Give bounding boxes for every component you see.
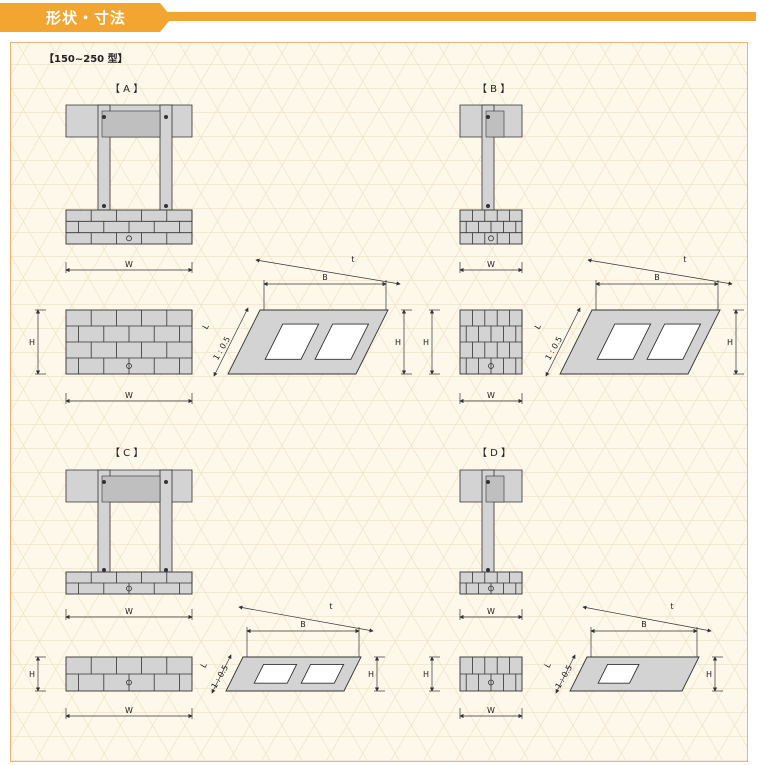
dim-l: L	[543, 661, 553, 670]
section-label-c: 【 C 】	[110, 448, 144, 459]
dim-slope: 1 : 0.5	[212, 335, 233, 362]
dim-h-section: H	[368, 670, 374, 679]
dim-w-front: W	[487, 391, 495, 400]
dim-b: B	[322, 273, 328, 282]
series-label: 【150~250 型】	[44, 54, 128, 65]
dim-b: B	[654, 273, 660, 282]
dim-w-top: W	[125, 260, 133, 269]
dim-h-section: H	[727, 338, 733, 347]
dim-b: B	[641, 620, 647, 629]
dim-h-front: H	[29, 670, 35, 679]
dim-slope: 1 : 0.5	[554, 663, 575, 690]
dim-w-front: W	[125, 391, 133, 400]
dim-t: t	[683, 255, 686, 264]
section-label-a: 【 A 】	[110, 84, 144, 95]
dim-h-section: H	[395, 338, 401, 347]
dim-b: B	[300, 620, 306, 629]
dim-h-section: H	[706, 670, 712, 679]
dim-slope: 1 : 0.5	[544, 335, 565, 362]
dim-t: t	[329, 602, 332, 611]
header-title: 形状・寸法	[46, 9, 127, 27]
dim-w-front: W	[125, 706, 133, 715]
dim-h-front: H	[423, 670, 429, 679]
dim-w-top: W	[487, 260, 495, 269]
section-header: 形状・寸法	[0, 0, 759, 36]
section-label-d: 【 D 】	[477, 448, 512, 459]
dim-h-front: H	[29, 338, 35, 347]
dim-w-front: W	[487, 706, 495, 715]
header-bar	[166, 12, 756, 21]
dim-w-top: W	[125, 607, 133, 616]
dim-l: L	[199, 661, 209, 670]
header-tab	[0, 3, 172, 32]
dim-l: L	[201, 322, 211, 331]
dim-w-top: W	[487, 607, 495, 616]
section-label-b: 【 B 】	[477, 84, 511, 95]
dim-t: t	[351, 255, 354, 264]
dim-slope: 1 : 0.5	[210, 663, 231, 690]
dim-l: L	[533, 322, 543, 331]
dim-h-front: H	[423, 338, 429, 347]
dim-t: t	[670, 602, 673, 611]
